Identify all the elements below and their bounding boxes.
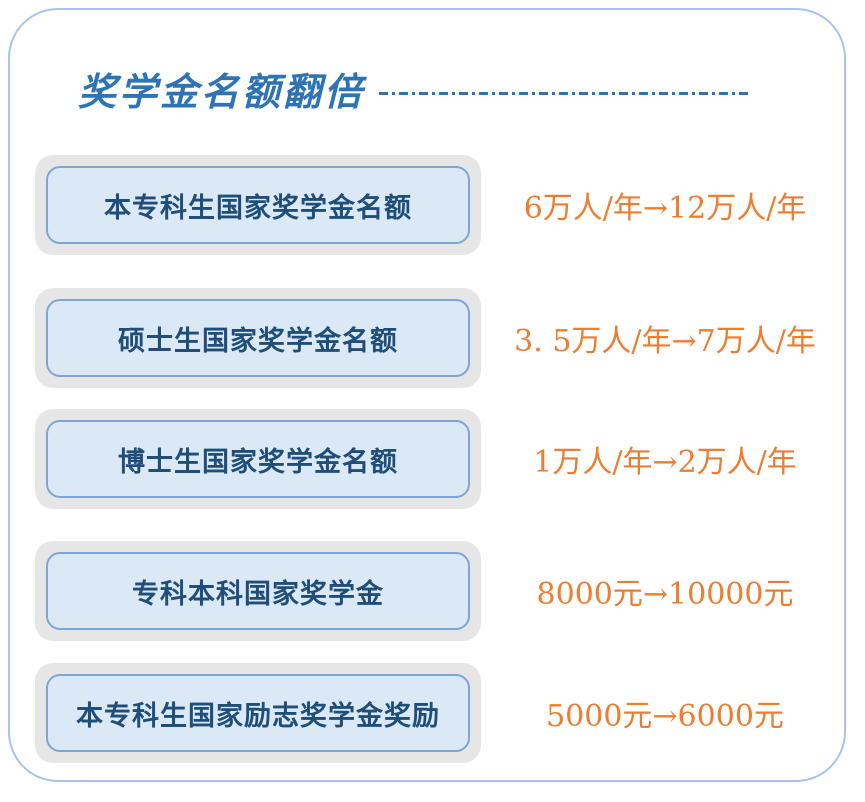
label-box-inner: 专科本科国家奖学金 (46, 552, 470, 630)
scholarship-row: 本专科生国家奖学金名额 6万人/年→12万人/年 (0, 155, 865, 255)
label-box-outer: 硕士生国家奖学金名额 (35, 288, 481, 388)
label-box-outer: 专科本科国家奖学金 (35, 541, 481, 641)
scholarship-value-change: 6万人/年→12万人/年 (523, 191, 807, 226)
value-area: 8000元→10000元 (490, 541, 840, 641)
scholarship-value-change: 3. 5万人/年→7万人/年 (514, 324, 816, 359)
page-title: 奖学金名额翻倍 (78, 68, 366, 114)
value-area: 3. 5万人/年→7万人/年 (490, 288, 840, 388)
value-area: 1万人/年→2万人/年 (490, 409, 840, 509)
scholarship-label: 本专科生国家奖学金名额 (104, 192, 412, 224)
label-box-outer: 本专科生国家励志奖学金奖励 (35, 663, 481, 763)
label-box-outer: 博士生国家奖学金名额 (35, 409, 481, 509)
scholarship-label: 硕士生国家奖学金名额 (118, 325, 398, 357)
dash-dot-divider (379, 91, 752, 95)
scholarship-label: 博士生国家奖学金名额 (118, 446, 398, 478)
label-box-outer: 本专科生国家奖学金名额 (35, 155, 481, 255)
outer-rounded-frame (8, 8, 846, 782)
label-box-inner: 硕士生国家奖学金名额 (46, 299, 470, 377)
scholarship-value-change: 8000元→10000元 (536, 577, 794, 612)
scholarship-value-change: 5000元→6000元 (546, 699, 784, 734)
label-box-inner: 本专科生国家励志奖学金奖励 (46, 674, 470, 752)
label-box-inner: 本专科生国家奖学金名额 (46, 166, 470, 244)
scholarship-label: 专科本科国家奖学金 (132, 578, 384, 610)
header: 奖学金名额翻倍 (78, 58, 778, 118)
scholarship-value-change: 1万人/年→2万人/年 (533, 445, 797, 480)
scholarship-label: 本专科生国家励志奖学金奖励 (76, 700, 440, 732)
scholarship-row: 博士生国家奖学金名额 1万人/年→2万人/年 (0, 409, 865, 509)
scholarship-row: 专科本科国家奖学金 8000元→10000元 (0, 541, 865, 641)
scholarship-row: 本专科生国家励志奖学金奖励 5000元→6000元 (0, 663, 865, 763)
scholarship-row: 硕士生国家奖学金名额 3. 5万人/年→7万人/年 (0, 288, 865, 388)
label-box-inner: 博士生国家奖学金名额 (46, 420, 470, 498)
value-area: 6万人/年→12万人/年 (490, 155, 840, 255)
value-area: 5000元→6000元 (490, 663, 840, 763)
